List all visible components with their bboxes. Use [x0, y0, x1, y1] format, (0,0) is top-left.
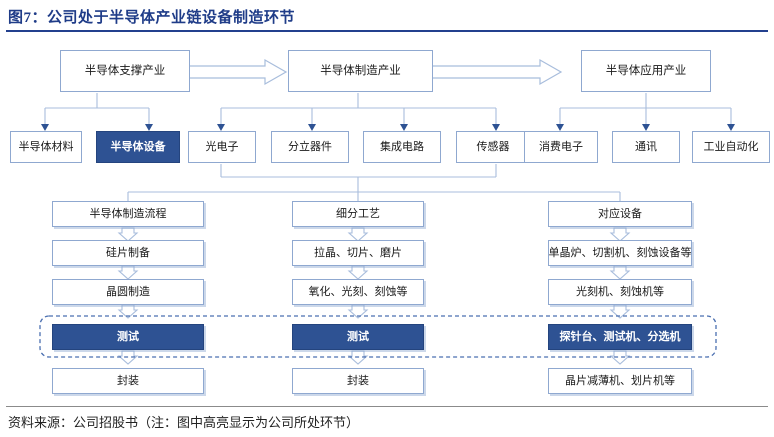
tier2-label-3: 分立器件	[288, 140, 332, 153]
table-row[interactable]: 晶片减薄机、划片机等	[548, 368, 692, 394]
tree-connector-group-b	[217, 93, 500, 131]
table-row[interactable]: 硅片制备	[52, 240, 204, 266]
tier2-box-2[interactable]: 光电子	[188, 131, 256, 163]
tier1-label-1: 半导体制造产业	[320, 64, 401, 77]
table-header-label-1: 细分工艺	[336, 207, 380, 220]
footer-divider	[6, 406, 768, 407]
table-cell-r1c0: 晶圆制造	[106, 285, 150, 298]
tree-connector-group-c	[556, 93, 735, 131]
tier2-box-0[interactable]: 半导体材料	[10, 131, 82, 163]
table-cell-r2c2: 探针台、测试机、分选机	[559, 330, 681, 343]
tier2-label-1: 半导体设备	[110, 140, 166, 153]
tier1-label-2: 半导体应用产业	[605, 64, 687, 77]
table-row[interactable]: 晶圆制造	[52, 279, 204, 305]
tier2-box-6[interactable]: 消费电子	[524, 131, 598, 163]
tier1-label-0: 半导体支撑产业	[84, 64, 166, 77]
table-header-1[interactable]: 细分工艺	[292, 201, 424, 227]
table-cell-r1c1: 氧化、光刻、刻蚀等	[308, 285, 408, 298]
table-row-highlighted[interactable]: 探针台、测试机、分选机	[548, 324, 692, 350]
table-cell-r0c1: 拉晶、切片、磨片	[314, 246, 402, 259]
table-cell-r1c2: 光刻机、刻蚀机等	[576, 285, 664, 298]
source-note: 资料来源：公司招股书（注：图中高亮显示为公司所处环节）	[8, 415, 360, 430]
table-row[interactable]: 封装	[292, 368, 424, 394]
table-row-highlighted[interactable]: 测试	[292, 324, 424, 350]
table-header-2[interactable]: 对应设备	[548, 201, 692, 227]
table-cell-r2c0: 测试	[117, 330, 139, 343]
tier2-box-4[interactable]: 集成电路	[363, 131, 441, 163]
table-cell-r0c0: 硅片制备	[106, 246, 150, 259]
table-row[interactable]: 单晶炉、切割机、刻蚀设备等	[548, 240, 692, 266]
table-header-0[interactable]: 半导体制造流程	[52, 201, 204, 227]
tier2-box-7[interactable]: 通讯	[612, 131, 680, 163]
tier2-label-7: 通讯	[635, 140, 657, 153]
tier2-label-8: 工业自动化	[703, 140, 759, 153]
tier1-box-1[interactable]: 半导体制造产业	[288, 50, 433, 92]
tier2-label-0: 半导体材料	[18, 140, 74, 153]
table-header-label-0: 半导体制造流程	[89, 207, 167, 220]
tree-connector-to-table	[127, 164, 621, 204]
table-row[interactable]: 封装	[52, 368, 204, 394]
table-cell-r3c1: 封装	[347, 374, 369, 387]
tier2-box-8[interactable]: 工业自动化	[692, 131, 770, 163]
table-row[interactable]: 光刻机、刻蚀机等	[548, 279, 692, 305]
page-title: 图7：公司处于半导体产业链设备制造环节	[8, 10, 296, 26]
tier2-label-2: 光电子	[205, 140, 239, 153]
table-cell-r3c2: 晶片减薄机、划片机等	[565, 374, 675, 387]
table-row-highlighted[interactable]: 测试	[52, 324, 204, 350]
tier2-label-4: 集成电路	[380, 140, 424, 153]
title-divider	[6, 30, 768, 32]
tier2-box-1-highlighted[interactable]: 半导体设备	[96, 131, 180, 163]
tier2-label-5: 传感器	[476, 140, 510, 153]
table-row[interactable]: 氧化、光刻、刻蚀等	[292, 279, 424, 305]
table-row[interactable]: 拉晶、切片、磨片	[292, 240, 424, 266]
table-header-label-2: 对应设备	[598, 207, 642, 220]
table-cell-r0c2: 单晶炉、切割机、刻蚀设备等	[548, 246, 692, 259]
tier2-box-5[interactable]: 传感器	[456, 131, 530, 163]
tier2-box-3[interactable]: 分立器件	[271, 131, 349, 163]
tier1-box-2[interactable]: 半导体应用产业	[581, 50, 711, 92]
tree-connector-group-a	[41, 93, 153, 131]
tier2-label-6: 消费电子	[539, 140, 583, 153]
table-cell-r2c1: 测试	[347, 330, 369, 343]
table-cell-r3c0: 封装	[117, 374, 139, 387]
arrow-right-icon	[431, 58, 563, 86]
tier1-box-0[interactable]: 半导体支撑产业	[60, 50, 190, 92]
